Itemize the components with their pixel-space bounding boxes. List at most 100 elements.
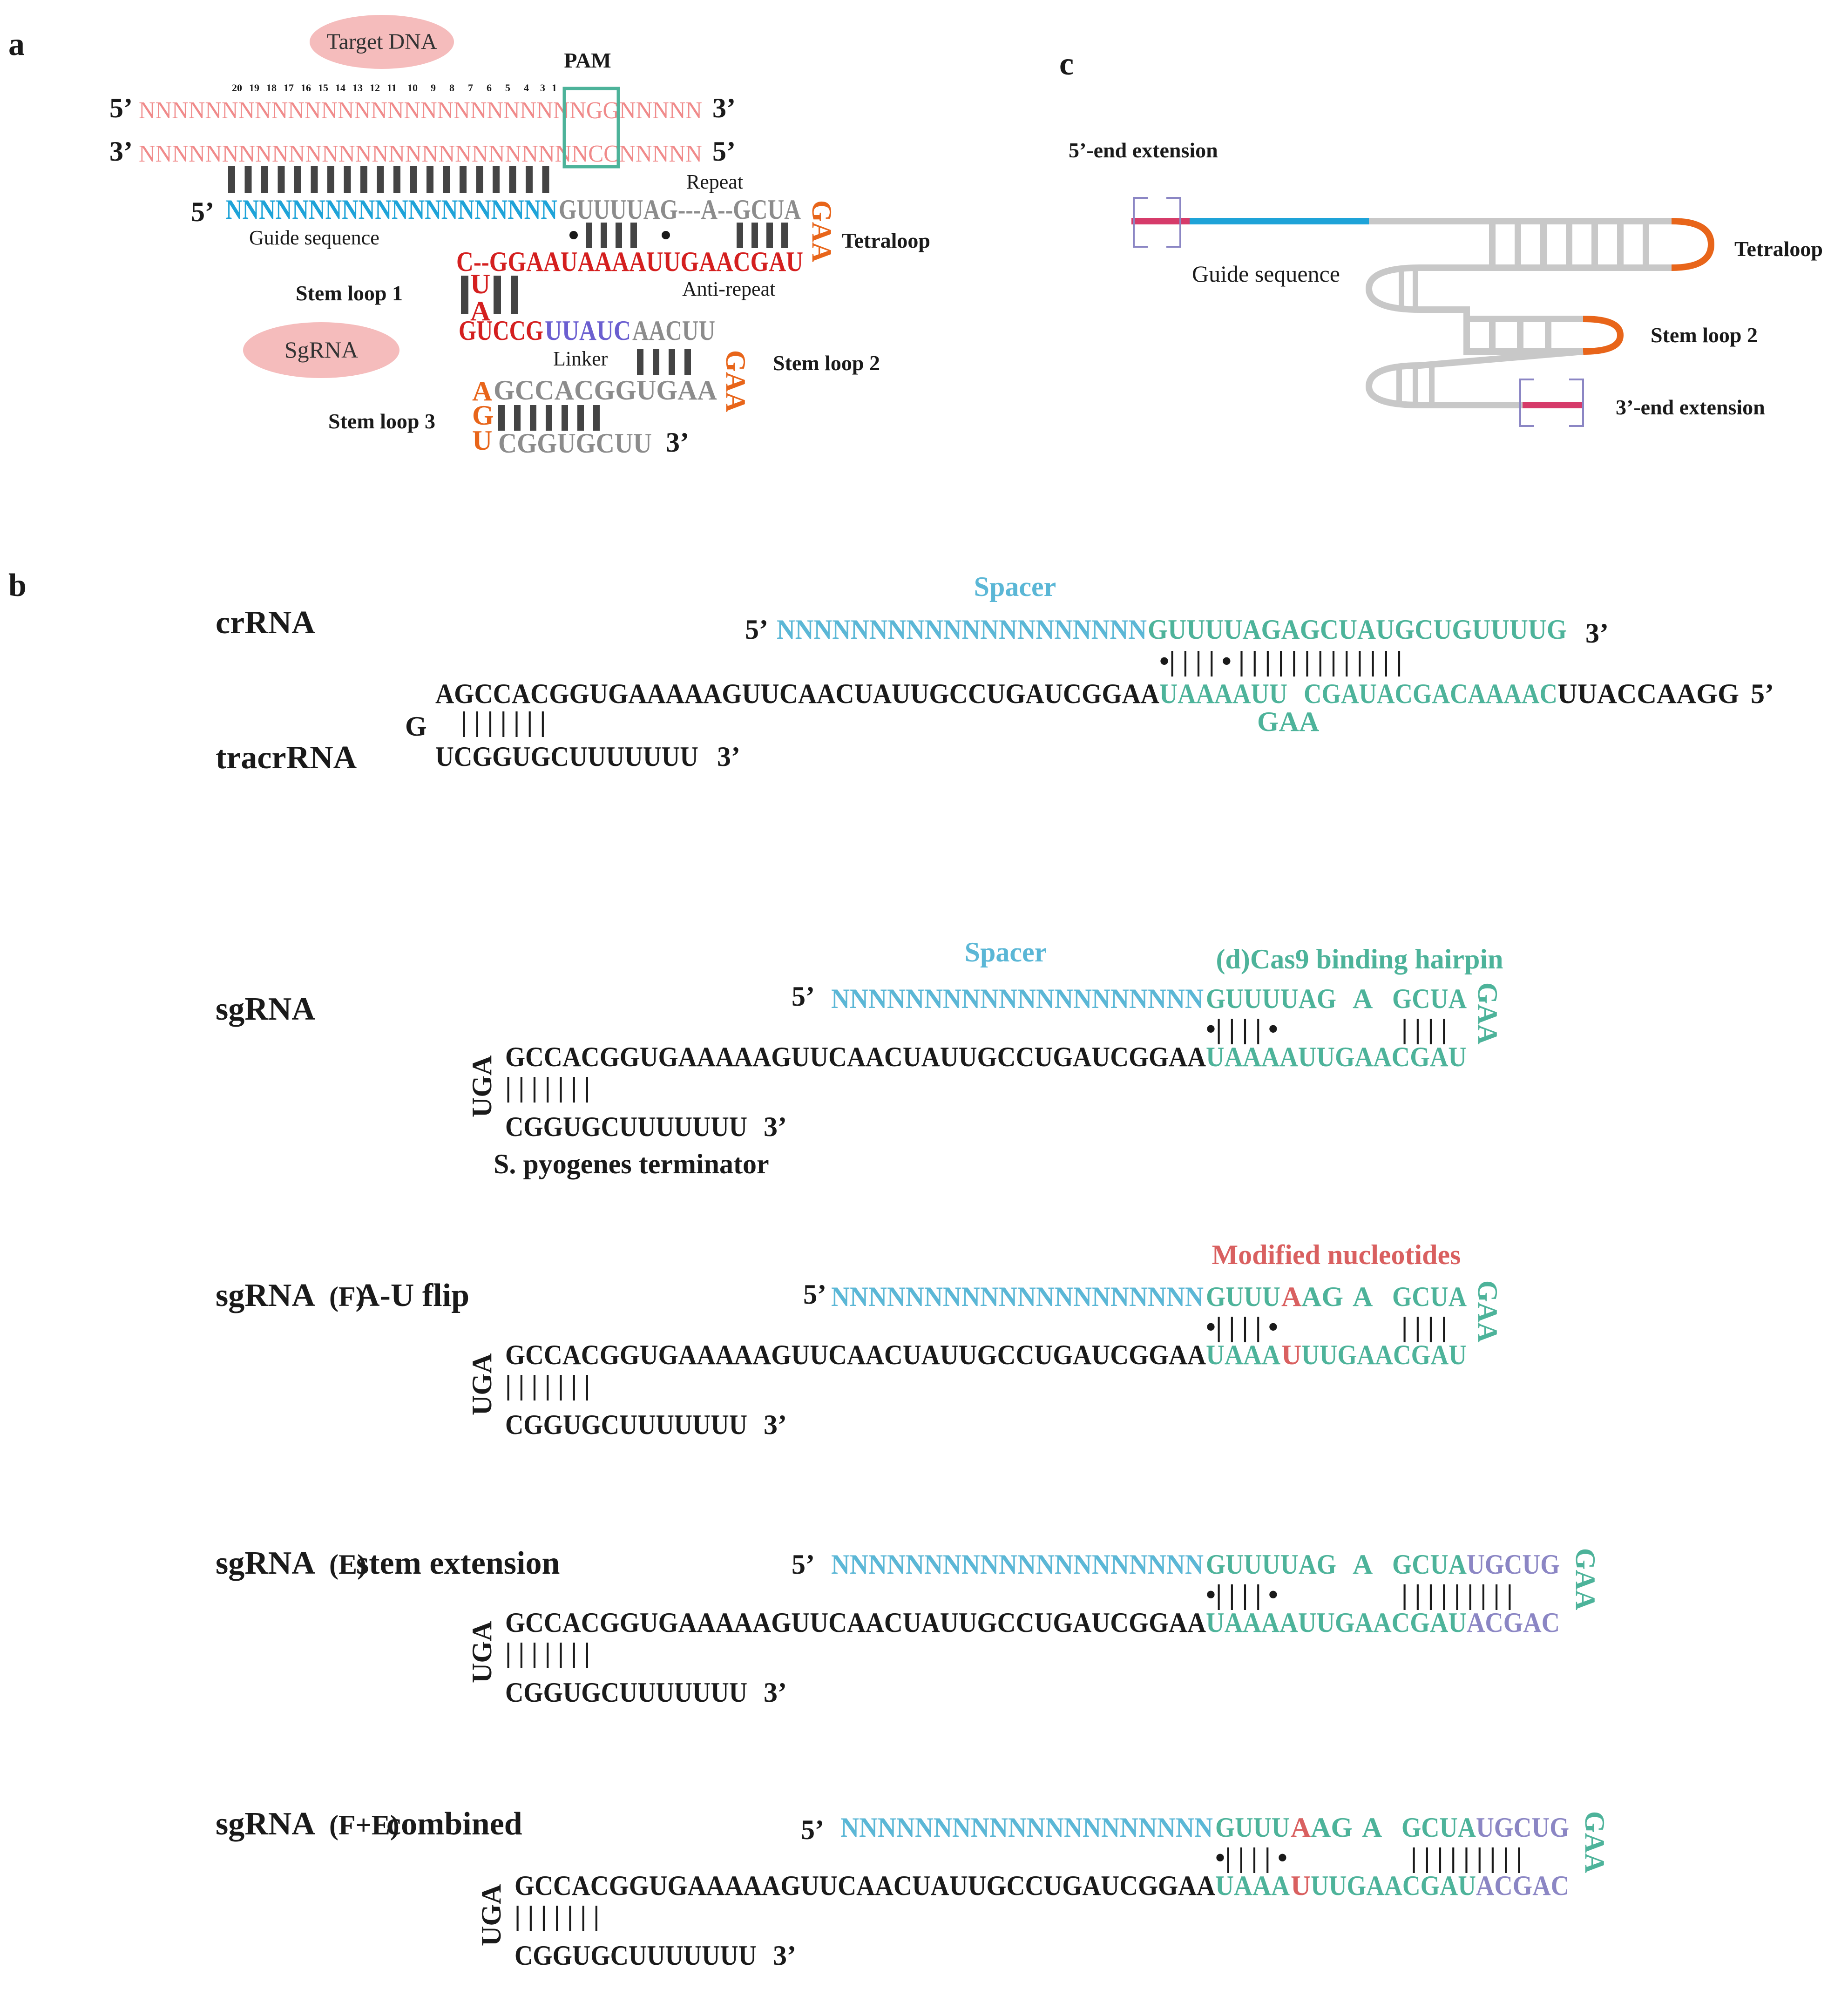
guide-pair-bar (244, 166, 252, 193)
stem-loop-1-label: Stem loop 1 (296, 281, 403, 305)
crrna-3: 3’ (1585, 618, 1609, 649)
tracr-teal-seq-2: CGAUACGACAAAAC (1304, 678, 1557, 709)
gaa-loop-2: GAA (720, 350, 751, 412)
flip-loop-teal2: UUGAACGAU (1301, 1340, 1467, 1370)
stem-loop-2-shape (1583, 316, 1624, 355)
guide-pair-bar (410, 166, 417, 193)
ext-spacer-seq: NNNNNNNNNNNNNNNNNNNN (831, 1549, 1204, 1580)
comb-loop-teal2: UUGAACGAU (1311, 1870, 1476, 1901)
position-number: 6 (487, 82, 492, 94)
guide-pair-bar (476, 166, 483, 193)
pair-bar (562, 405, 568, 431)
tracr-teal-seq-1: UAAAAUU (1159, 678, 1287, 709)
position-number: 9 (431, 82, 436, 94)
comb-pairs-l: •| | | | • (1215, 1842, 1287, 1873)
guide-pair-bar (509, 166, 516, 193)
position-number: 8 (449, 82, 454, 94)
guide-pair-bar (493, 166, 500, 193)
pair-bar (586, 223, 592, 248)
five-end-bracket (1133, 197, 1181, 248)
panel-a-label: a (8, 27, 25, 62)
flip-title-pre: sgRNA (216, 1278, 315, 1313)
guide-pair-bar (311, 166, 318, 193)
flip-rep2: A (1353, 1281, 1373, 1312)
pair-bar (498, 405, 505, 431)
sgrna-uga: UGA (467, 1055, 497, 1117)
guide-pair-bar (294, 166, 301, 193)
tracr-pairs: | | | | | | | (461, 706, 546, 737)
position-number: 16 (301, 82, 311, 94)
pair-bar (637, 349, 643, 375)
sgrna-3: 3’ (764, 1111, 787, 1142)
anti-repeat-seq: C--GGAAUAAAAUUGAACGAU (456, 246, 803, 277)
strand-bot-3: 3’ (109, 136, 133, 167)
guide-pair-bar (443, 166, 450, 193)
sl3-u: U (472, 425, 492, 456)
flip-rep1b: A (1281, 1281, 1301, 1312)
guide-sequence-label: Guide sequence (249, 226, 379, 249)
crrna-title: crRNA (216, 605, 315, 641)
pair-bar (653, 349, 659, 375)
flip-pairs-r: | | | | (1401, 1312, 1447, 1342)
flip-title-sub: (F) (329, 1281, 365, 1312)
comb-rep1a: GUUU (1215, 1812, 1290, 1843)
ext-loop-black: GCCACGGUGAAAAAGUUCAACUAUUGCCUGAUCGGAA (505, 1607, 1206, 1638)
comb-spacer-seq: NNNNNNNNNNNNNNNNNNNN (840, 1812, 1213, 1843)
ext-loop-teal: UAAAAUUGAACGAU (1206, 1607, 1467, 1638)
sgrna-loop-black: GCCACGGUGAAAAAGUUCAACUAUUGCCUGAUCGGAA (505, 1042, 1206, 1072)
position-number: 1 (552, 82, 557, 94)
position-number: 4 (524, 82, 529, 94)
loop2-seq: AACUU (632, 315, 715, 346)
flip-loop-black: GCCACGGUGAAAAAGUUCAACUAUUGCCUGAUCGGAA (505, 1340, 1206, 1370)
crrna-repeat-seq: GUUUUAGAGCUAUGCUGUUUUG (1148, 614, 1567, 645)
flip-5: 5’ (803, 1279, 826, 1310)
position-number: 13 (352, 82, 363, 94)
comb-uga: UGA (476, 1884, 507, 1946)
comb-title-sub: (F+E) (329, 1810, 399, 1840)
sl3-a: A (472, 376, 492, 406)
comb-rep2: A (1362, 1812, 1382, 1843)
sl3-3: 3’ (666, 427, 689, 458)
sgrna-title: sgRNA (216, 991, 315, 1027)
ext-rep3a: GCUA (1392, 1549, 1467, 1580)
flip-rep1c: AG (1301, 1281, 1343, 1312)
guide-5: 5’ (191, 196, 214, 227)
panel-c-label: c (1059, 46, 1074, 82)
comb-5: 5’ (801, 1814, 824, 1845)
comb-title-post: combined (386, 1806, 522, 1842)
ext-uga: UGA (467, 1621, 497, 1683)
pair-bar (593, 405, 600, 431)
comb-loop-purple: ACGAC (1476, 1870, 1569, 1901)
guide-pair-bar (460, 166, 467, 193)
position-number: 3 (540, 82, 545, 94)
flip-pairs2: | | | | | | | (505, 1370, 590, 1400)
crrna-spacer-seq: NNNNNNNNNNNNNNNNNNNN (777, 614, 1147, 645)
guide-pair-bar (261, 166, 268, 193)
ext-block: sgRNA (E) stem extension 5’ NNNNNNNNNNNN… (216, 1545, 1601, 1708)
ext-rep2: A (1353, 1549, 1373, 1580)
tracr-tail: UUACCAAGG (1557, 678, 1739, 709)
sl3-top: GCCACGGUGAA (494, 375, 717, 406)
strand-top-seq: NNNNNNNNNNNNNNNNNNNNNNNNNNNGGNNNNN (139, 97, 702, 124)
sgrna-bottom: CGGUGCUUUUUUU (505, 1111, 747, 1142)
pair-bar (514, 405, 521, 431)
tracr-5: 5’ (1751, 678, 1774, 709)
flip-gaa: GAA (1472, 1280, 1503, 1342)
stem-loop-1-shape (1365, 264, 1672, 355)
sgrna-pairs-l: •| | | | • (1206, 1014, 1278, 1044)
guide-pair-bar (228, 166, 235, 193)
guide-sequence-label: Guide sequence (1192, 261, 1340, 287)
flip-rep3: GCUA (1392, 1281, 1467, 1312)
comb-rep1c: AG (1311, 1812, 1353, 1843)
flip-pairs-l: •| | | | • (1206, 1312, 1278, 1342)
pair-bar (494, 276, 501, 314)
three-end-bracket (1519, 379, 1584, 427)
pair-bar (669, 349, 675, 375)
pair-bar (546, 405, 552, 431)
panel-b-label: b (8, 568, 27, 603)
position-number: 14 (335, 82, 345, 94)
guide-pair-bar (542, 166, 549, 193)
tetraloop-label: Tetraloop (1734, 237, 1823, 261)
stem-loop-2-label: Stem loop 2 (773, 351, 880, 375)
flip-rep1a: GUUU (1206, 1281, 1280, 1312)
